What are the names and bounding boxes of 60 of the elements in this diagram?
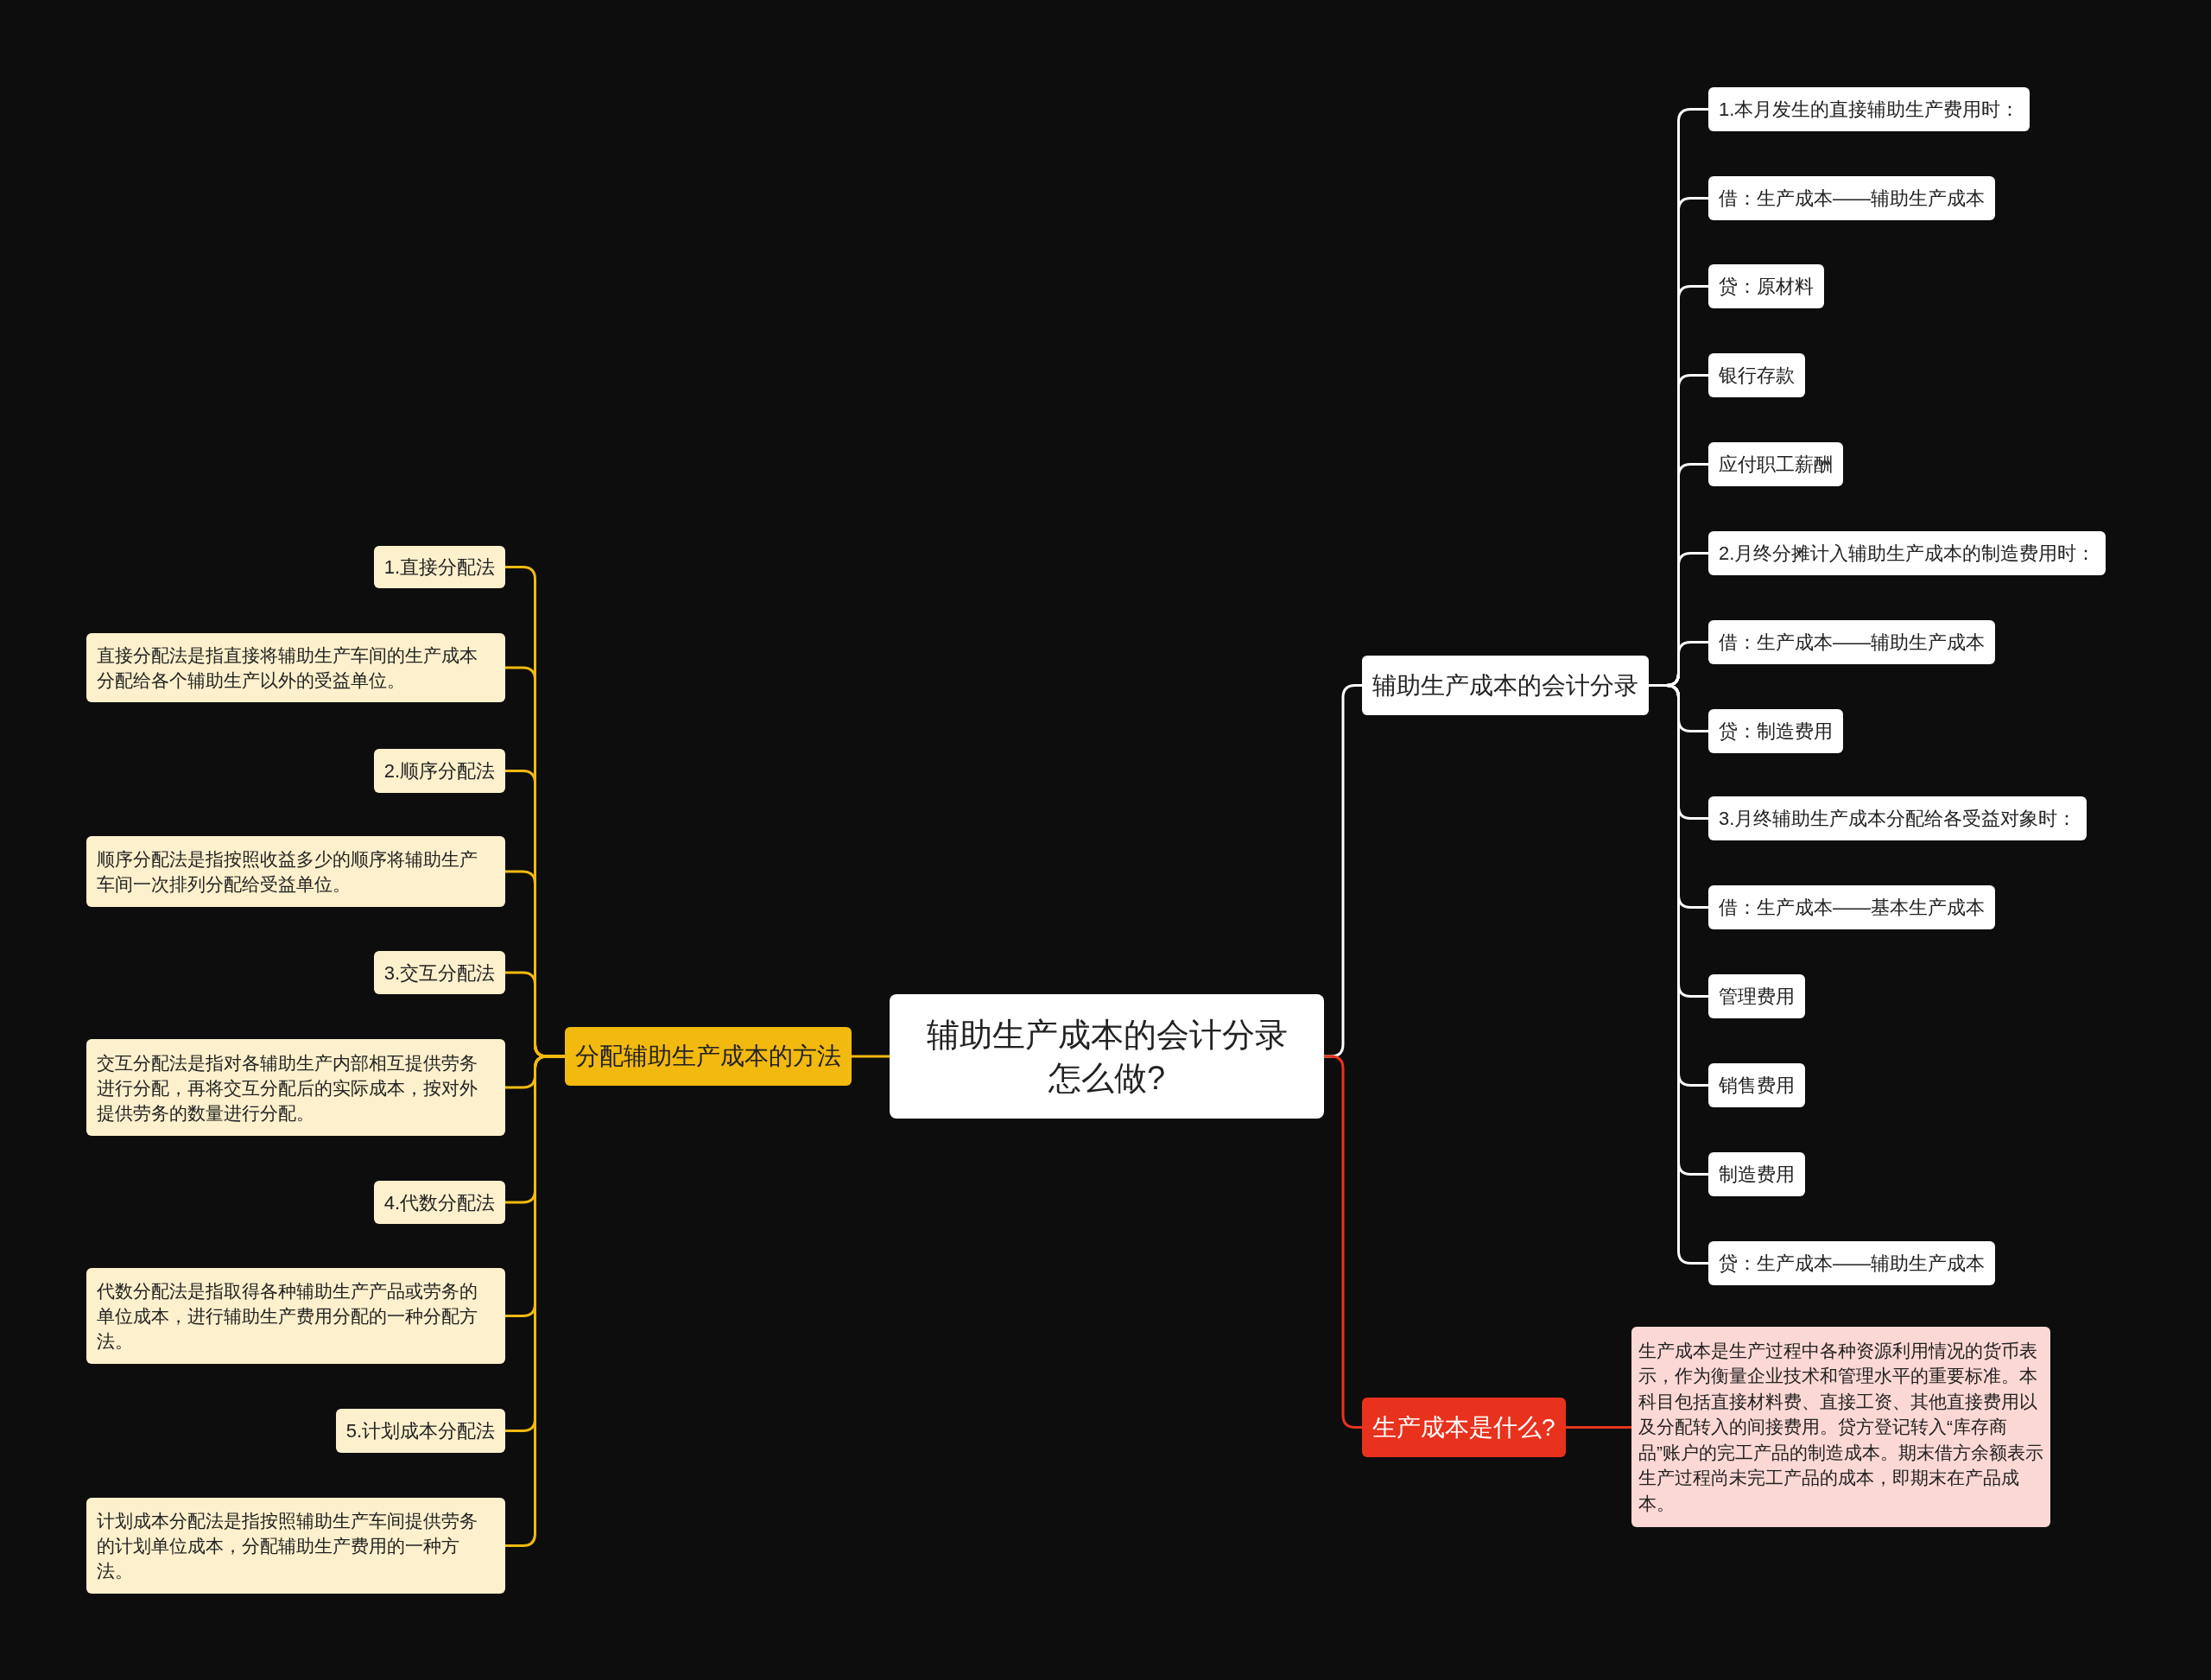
topic-text: 生产成本是生产过程中各种资源利用情况的货币表示，作为衡量企业技术和管理水平的重要标准。本科目包括直接材料费、直接工资、其他直接费用以及分配转入的间接费用。贷方登记转入“库存商品”账户的完工产品的制造成本。期末借方余额表示生产过程尚未完工产品的成本，即期末在产品成本。	[1638, 1339, 2043, 1515]
connector-line	[852, 1055, 890, 1058]
branch-topic-box	[565, 1027, 852, 1086]
subtopic-box	[1708, 87, 2030, 131]
subtopic-box	[335, 1409, 505, 1453]
description-box	[86, 836, 505, 907]
branch-topic-box	[1362, 656, 1649, 715]
subtopic-box	[1708, 709, 1843, 753]
topic-text: 借：生产成本——辅助生产成本	[1719, 187, 1985, 211]
connector-line	[1565, 1426, 1631, 1429]
subtopic-box	[373, 749, 505, 793]
subtopic-box	[1708, 1152, 1805, 1196]
topic-text: 2.月终分摊计入辅助生产成本的制造费用时：	[1719, 542, 2096, 566]
topic-text: 借：生产成本——辅助生产成本	[1719, 631, 1985, 655]
subtopic-box	[1708, 1063, 1805, 1107]
topic-text: 直接分配法是指直接将辅助生产车间的生产成本分配给各个辅助生产以外的受益单位。	[97, 644, 478, 692]
central-topic-box	[890, 994, 1324, 1119]
subtopic-box	[1708, 796, 2087, 840]
description-box	[86, 1268, 505, 1364]
topic-text: 贷：原材料	[1719, 275, 1814, 299]
description-box	[86, 633, 505, 702]
description-box	[86, 1039, 505, 1136]
description-box	[86, 1498, 505, 1594]
subtopic-box	[1708, 442, 1843, 486]
connector-line	[1324, 1055, 1362, 1429]
topic-text: 3.月终辅助生产成本分配给各受益对象时：	[1719, 807, 2077, 831]
topic-text: 5.计划成本分配法	[345, 1419, 495, 1443]
topic-text: 1.直接分配法	[383, 555, 495, 580]
topic-text: 贷：生产成本——辅助生产成本	[1719, 1252, 1985, 1276]
topic-text: 应付职工薪酬	[1719, 453, 1833, 477]
topic-text: 交互分配法是指对各辅助生产内部相互提供劳务进行分配，再将交互分配后的实际成本，按对外提供劳务的数量进行分配。	[97, 1051, 478, 1125]
subtopic-box	[1708, 974, 1805, 1018]
topic-text: 4.代数分配法	[383, 1190, 495, 1215]
subtopic-box	[1708, 620, 1995, 664]
topic-text: 销售费用	[1719, 1074, 1795, 1098]
topic-text: 计划成本分配法是指按照辅助生产车间提供劳务的计划单位成本，分配辅助生产费用的一种方法。	[97, 1510, 478, 1582]
subtopic-box	[1708, 531, 2106, 575]
branch-topic-box	[1362, 1398, 1566, 1457]
topic-text: 管理费用	[1719, 985, 1795, 1009]
topic-text: 顺序分配法是指按照收益多少的顺序将辅助生产车间一次排列分配给受益单位。	[97, 848, 478, 896]
topic-text: 3.交互分配法	[383, 960, 495, 986]
topic-text: 辅助生产成本的会计分录怎么做?	[925, 1016, 1289, 1098]
subtopic-box	[1708, 176, 1995, 220]
topic-text: 辅助生产成本的会计分录	[1372, 670, 1638, 701]
topic-text: 代数分配法是指取得各种辅助生产产品或劳务的单位成本，进行辅助生产费用分配的一种分配方法。	[97, 1280, 478, 1353]
topic-text: 借：生产成本——基本生产成本	[1719, 896, 1985, 920]
subtopic-box	[1708, 264, 1824, 308]
topic-text: 2.顺序分配法	[383, 759, 495, 783]
subtopic-box	[1708, 353, 1805, 397]
subtopic-box	[1708, 885, 1995, 929]
topic-text: 银行存款	[1719, 364, 1795, 388]
topic-text: 分配辅助生产成本的方法	[575, 1042, 841, 1071]
subtopic-box	[373, 951, 505, 994]
subtopic-box	[373, 546, 505, 588]
topic-text: 1.本月发生的直接辅助生产费用时：	[1719, 98, 2020, 122]
topic-text: 生产成本是什么?	[1372, 1412, 1555, 1442]
topic-text: 贷：制造费用	[1719, 720, 1833, 744]
subtopic-box	[373, 1181, 505, 1224]
topic-text: 制造费用	[1719, 1163, 1795, 1187]
subtopic-box	[1708, 1241, 1995, 1285]
